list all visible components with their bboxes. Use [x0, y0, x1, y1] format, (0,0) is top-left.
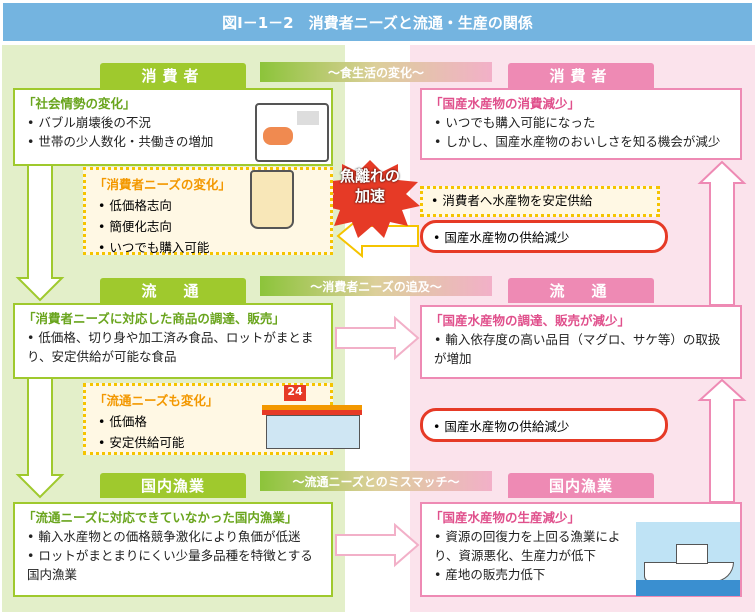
- tab-right-fishery: 国内漁業: [508, 473, 654, 498]
- up-arrow-2: [697, 378, 747, 503]
- tab-left-distribution: 流 通: [100, 278, 246, 303]
- box-heading: 「国産水産物の消費減少」: [430, 96, 581, 111]
- burst-line-2: 加速: [354, 187, 385, 205]
- list-item: • ロットがまとまりにくい少量多品種を特徴とする国内漁業: [27, 548, 313, 582]
- list-item: • 低価格: [98, 414, 147, 429]
- band-mismatch: ～流通ニーズとのミスマッチ～: [260, 471, 492, 491]
- list-item: • 簡便化志向: [98, 219, 172, 234]
- box-heading: 「社会情勢の変化」: [23, 96, 136, 111]
- bento-image: [255, 103, 329, 162]
- box-heading: 「消費者ニーズの変化」: [94, 177, 231, 192]
- list-item: • 低価格志向: [98, 198, 172, 213]
- tab-right-consumer: 消費者: [508, 63, 654, 88]
- list-item: • 輸入依存度の高い品目（マグロ、サケ等）の取扱が増加: [434, 332, 721, 366]
- distribution-procurement-box: 「消費者ニーズに対応した商品の調達、販売」 • 低価格、切り身や加工済み食品、ロ…: [13, 303, 333, 379]
- up-arrow-1: [697, 160, 747, 306]
- burst-shape: [322, 160, 420, 238]
- procurement-decrease-box: 「国産水産物の調達、販売が減少」 • 輸入依存度の高い品目（マグロ、サケ等）の取…: [420, 305, 742, 379]
- burst-line-1: 魚離れの: [339, 167, 400, 185]
- cup-noodle-image: [250, 170, 294, 229]
- list-item: • 資源の回復力を上回る漁業により、資源悪化、生産力が低下: [434, 529, 621, 563]
- fish-decline-burst: 魚離れの 加速: [330, 166, 410, 206]
- tab-right-distribution: 流 通: [508, 278, 654, 303]
- list-item: • いつでも購入可能になった: [434, 115, 596, 130]
- supply-decrease-box-2: • 国産水産物の供給減少: [420, 408, 668, 442]
- convenience-store-image: 24: [262, 385, 362, 450]
- list-item: • しかし、国産水産物のおいしさを知る機会が減少: [434, 134, 721, 149]
- down-arrow-1: [15, 164, 65, 302]
- box-heading: 「国産水産物の生産減少」: [430, 510, 581, 525]
- consumer-needs-box: 「消費者ニーズの変化」 • 低価格志向 • 簡便化志向 • いつでも購入可能: [83, 167, 333, 255]
- band-needs-pursuit: ～消費者ニーズの追及～: [260, 276, 492, 296]
- box-heading: 「流通ニーズに対応できていなかった国内漁業」: [23, 510, 298, 525]
- supply-decrease-box-1: • 国産水産物の供給減少: [420, 220, 668, 253]
- down-arrow-2: [15, 377, 65, 499]
- store-sign: 24: [284, 385, 306, 401]
- figure-title: 図Ⅰ－1－2 消費者ニーズと流通・生産の関係: [3, 3, 752, 41]
- consumption-decrease-box: 「国産水産物の消費減少」 • いつでも購入可能になった • しかし、国産水産物の…: [420, 88, 742, 160]
- stable-supply-box: • 消費者へ水産物を安定供給: [420, 186, 660, 217]
- band-diet-change: ～食生活の変化～: [260, 62, 492, 82]
- domestic-fishery-box: 「流通ニーズに対応できていなかった国内漁業」 • 輸入水産物との価格競争激化によ…: [13, 502, 333, 597]
- box-heading: 「流通ニーズも変化」: [94, 393, 219, 408]
- tab-left-consumer: 消費者: [100, 63, 246, 88]
- box-heading: 「消費者ニーズに対応した商品の調達、販売」: [23, 311, 285, 326]
- right-arrow-1: [335, 315, 420, 361]
- tab-left-fishery: 国内漁業: [100, 473, 246, 498]
- box-heading: 「国産水産物の調達、販売が減少」: [430, 313, 631, 328]
- list-item: • いつでも購入可能: [98, 240, 210, 255]
- list-item: • 安定供給可能: [98, 435, 185, 450]
- list-item: • 低価格、切り身や加工済み食品、ロットがまとまり、安定供給が可能な食品: [27, 330, 314, 364]
- list-item: • 産地の販売力低下: [434, 567, 546, 582]
- list-item: • 世帯の少人数化・共働きの増加: [27, 134, 214, 149]
- list-item: • 輸入水産物との価格競争激化により魚価が低迷: [27, 529, 301, 544]
- list-item: • バブル崩壊後の不況: [27, 115, 151, 130]
- fishing-boat-image: [636, 522, 740, 596]
- right-arrow-2: [335, 522, 420, 568]
